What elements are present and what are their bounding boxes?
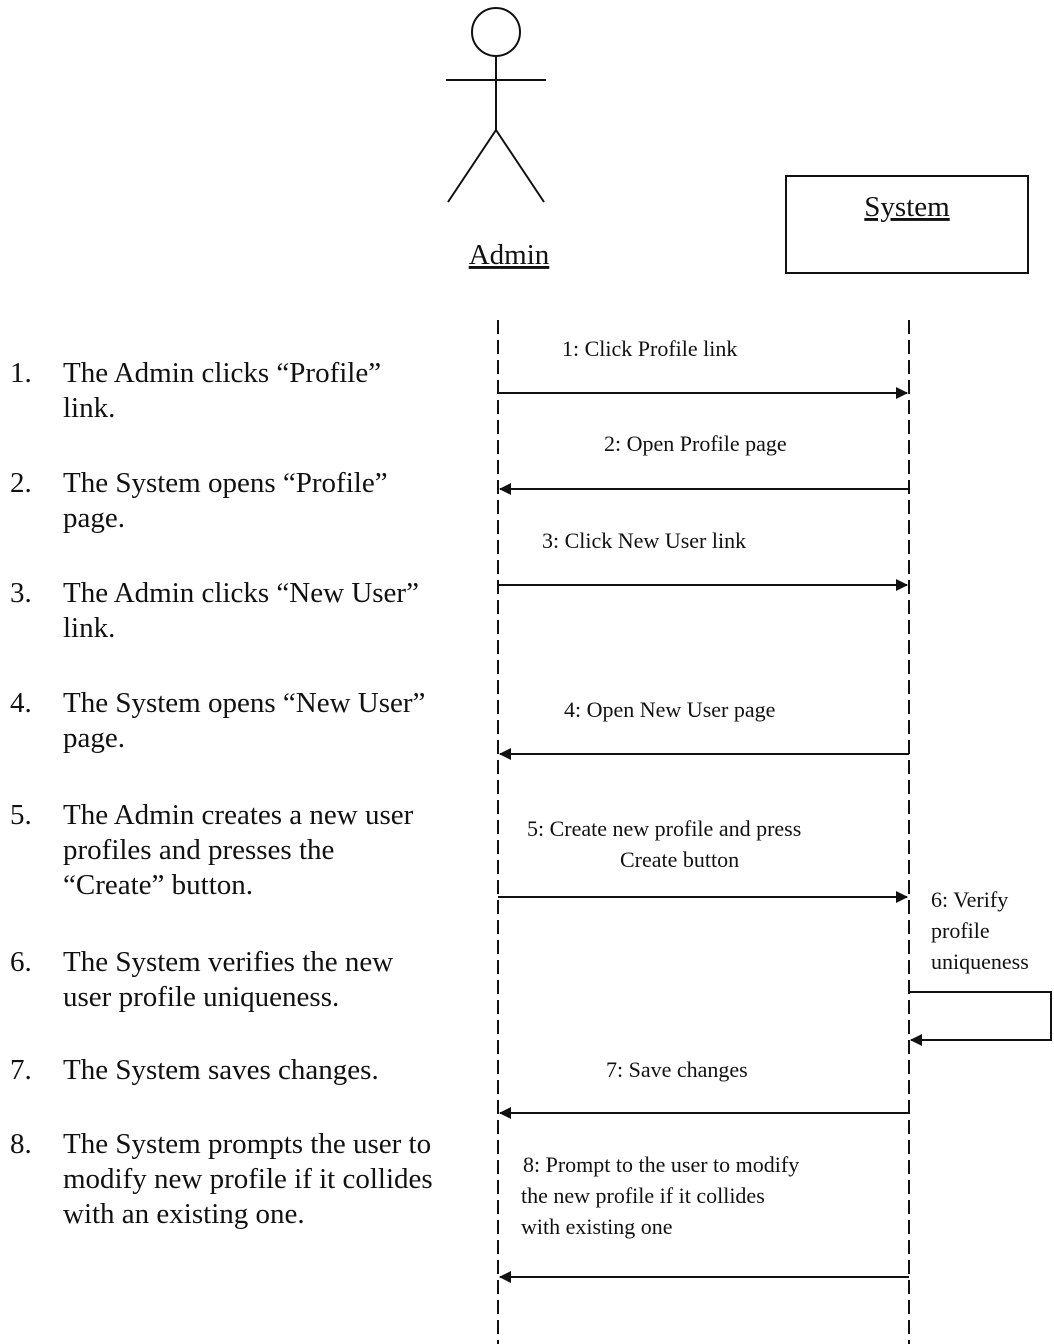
message-6-label: 6: Verify profile uniqueness (931, 887, 1029, 974)
step-6: 6. The System verifies the new user prof… (0, 945, 440, 1015)
message-2-label: 2: Open Profile page (604, 431, 787, 456)
system-label: System (864, 191, 950, 223)
message-8-label-line-3: with existing one (521, 1214, 673, 1239)
message-8-label: 8: Prompt to the user to modify the new … (521, 1152, 805, 1239)
message-3-label: 3: Click New User link (542, 528, 746, 553)
message-5-label-line-1: 5: Create new profile and press (527, 816, 801, 841)
message-5-label: 5: Create new profile and press Create b… (527, 816, 807, 872)
step-text: The System prompts the user to modify ne… (63, 1128, 433, 1230)
step-5: 5. The Admin creates a new user profiles… (0, 798, 440, 903)
step-text: The Admin clicks “New User” link. (63, 577, 419, 644)
admin-actor-figure (446, 7, 546, 203)
message-7-label: 7: Save changes (606, 1057, 748, 1082)
message-4-label: 4: Open New User page (564, 697, 775, 722)
admin-head (471, 7, 521, 57)
step-text: The System opens “New User” page. (63, 687, 426, 754)
system-box (785, 175, 1029, 274)
step-4: 4. The System opens “New User” page. (0, 686, 440, 756)
step-number: 7. (10, 1054, 32, 1086)
step-number: 2. (10, 467, 32, 499)
step-8: 8. The System prompts the user to modify… (0, 1127, 440, 1232)
message-8-label-line-1: 8: Prompt to the user to modify (523, 1152, 799, 1177)
step-7: 7. The System saves changes. (0, 1053, 440, 1088)
message-1-label: 1: Click Profile link (562, 336, 737, 361)
message-6-arrow (909, 991, 1052, 1046)
step-number: 1. (10, 357, 32, 389)
message-8-label-line-2: the new profile if it collides (521, 1183, 765, 1208)
step-2: 2. The System opens “Profile” page. (0, 466, 440, 536)
step-number: 5. (10, 799, 32, 831)
step-text: The Admin creates a new user profiles an… (63, 799, 414, 901)
step-number: 3. (10, 577, 32, 609)
step-number: 8. (10, 1128, 32, 1160)
step-text: The Admin clicks “Profile” link. (63, 357, 382, 424)
message-6-label-line-1: 6: Verify (931, 887, 1008, 912)
admin-label: Admin (469, 239, 550, 271)
message-5-label-line-2: Create button (620, 847, 739, 872)
step-number: 4. (10, 687, 32, 719)
step-text: The System verifies the new user profile… (63, 946, 394, 1013)
step-text: The System opens “Profile” page. (63, 467, 388, 534)
step-1: 1. The Admin clicks “Profile” link. (0, 356, 440, 426)
step-text: The System saves changes. (63, 1054, 379, 1086)
step-3: 3. The Admin clicks “New User” link. (0, 576, 440, 646)
message-6-label-line-2: profile (931, 918, 990, 943)
step-number: 6. (10, 946, 32, 978)
admin-left-leg (447, 129, 497, 203)
message-6-label-line-3: uniqueness (931, 949, 1029, 974)
admin-right-leg (495, 129, 545, 203)
